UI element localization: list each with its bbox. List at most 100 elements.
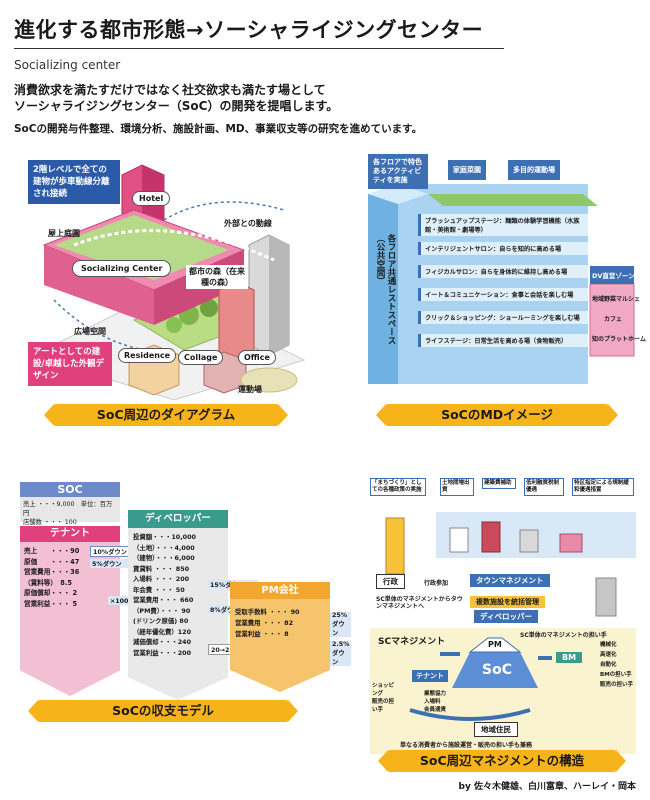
label-sc-role: SC単体のマネジメントの担い手 [520,632,607,639]
developer-row: 賃貸料 ・・・ 850 [133,564,190,573]
developer-row: （土地）・・・4,000 [133,543,195,552]
developer-row: （経年優化費）120 [133,627,192,636]
label-scm-title: SCマネジメント [378,637,446,647]
md-stages: ブラッシュアップステージ：麺類の体験学習機能（水族館・美術館・劇場等） インテリ… [418,214,588,347]
pm-row: 受取手数料 ・・・ 90 [235,608,300,616]
top-box-4: 低利融資税制優遇 [524,478,564,496]
label-hotel: Hotel [132,191,171,206]
soc-line-1: 売上 ・・・9,000 単位：百万円 [23,501,113,517]
top-box-5: 特区指定による規制緩和優遇措置 [572,478,634,496]
tenant-row: 営業利益・・・ 5 [24,599,78,608]
pm-row: 営業利益 ・・・ 8 [235,630,289,638]
label-residence: Residence [118,348,177,363]
callout-walkway: 2階レベルで全ての建物が歩車動線分離され接続 [28,160,120,204]
label-rooftop: 屋上庭園 [48,229,80,238]
label-collage: Collage [178,350,224,365]
top-box-1: 「まちづくり」としての各種政策の実施 [370,478,426,496]
md-top-left: 各フロアで特色あるアクティビティを実施 [368,154,428,189]
md-top-mid: 家庭菜園 [448,160,486,180]
label-tenant: テナント [412,670,448,682]
pm-notes: 25%ダウン 2.5%ダウン [330,612,352,666]
lead-text: 消費欲求を満たすだけではなく社交欲求も満たす場として ソーシャライジングセンター… [14,82,338,114]
page-title: 進化する都市形態→ソーシャライジングセンター [14,18,484,42]
developer-row: 営業利益・・・200 [133,648,192,657]
label-developer: ディベロッパー [474,610,538,623]
label-gov: 行政 [376,574,405,589]
diagram-management-structure: 「まちづくり」としての各種政策の実施 土地間増出資 建築費補助 低利融資税制優遇… [370,478,636,772]
management-inner-label: 入場料 [424,699,441,705]
tenant-row: 営業費用・・・36 [24,568,80,576]
md-side-3: 知のプラットホーム [592,336,646,343]
diagram-revenue-model: SOC 売上 ・・・9,000 単位：百万円 店舗数 ・・・ 100 テナント … [20,482,352,722]
label-center: Socializing Center [72,260,172,277]
management-left-labels: ショッピング販売の担い手 [372,682,396,714]
tenant-row: （賃料等） 8.5 [24,578,72,587]
md-stage-6: ライフステージ：日常生活を高める場（食物販売） [418,334,588,347]
developer-row: （建物）・・・6,000 [133,554,195,562]
lead-line-1: 消費欲求を満たすだけではなく社交欲求も満たす場として [14,83,326,97]
tenant-note-3: ×100店 [108,596,140,605]
md-side-1: 地域野菜マルシェ [592,296,641,303]
tenant-note-2: 5%ダウン [90,559,140,568]
management-inner-label: 会員通貨 [424,707,447,713]
label-field: 運動場 [238,385,262,394]
banner-diagram: SoC周辺のダイアグラム [44,404,288,426]
md-stage-3: フィジカルサロン：自らを身体的に維持し高める場 [418,265,588,278]
diagram-md-image: 各フロアで特色あるアクティビティを実施 家庭菜園 多目的運動場 各フロア共通レス… [368,154,646,432]
label-bottom-note: 単なる消費者から施設運営・販売の担い手も兼務 [400,742,533,749]
tenant-rows: 売上 ・・・90 原価 ・・・47 営業費用・・・36 （賃料等） 8.5 原価償却・・… [20,542,120,613]
md-vertical-label: 各フロア共通レストスペース（公共空間） [375,234,396,345]
tenant-row: 売上 ・・・90 [24,547,80,555]
diagram-soc-surroundings: 2階レベルで全ての建物が歩車動線分離され接続 アートとしての建設/卓越した外観デ… [14,150,314,432]
lead-line-2: ソーシャライジングセンター（SoC）の開発を提唱します。 [14,99,339,113]
md-stage-5: クリック＆ショッピング：ショールーミングを楽しむ場 [418,311,588,324]
developer-row: 営業費用・・・ 660 [133,596,194,604]
developer-row: (ドリンク原価) 80 [133,617,189,625]
label-soc: SoC [482,662,512,678]
title-divider [14,48,504,49]
top-box-2: 土地間増出資 [440,478,474,496]
management-right-label: 機械化 [600,642,617,648]
tenant-block: テナント 売上 ・・・90 原価 ・・・47 営業費用・・・36 （賃料等） 8.5 原… [20,526,120,696]
label-bm: BM [556,652,583,663]
banner-revenue: SoCの収支モデル [28,700,298,722]
management-right-label: 高速化 [600,652,617,658]
banner-md: SoCのMDイメージ [376,404,618,426]
md-dv-zone: DV直営ゾーン [592,272,635,280]
md-stage-4: イート＆コミュニケーション：食事と会話を楽しむ場 [418,288,588,301]
top-boxes: 「まちづくり」としての各種政策の実施 土地間増出資 建築費補助 低利融資税制優遇… [370,478,636,504]
management-inner-label: 業態協力 [424,691,447,697]
management-right-label: BMの担い手 [600,672,632,678]
label-community: 地域住民 [474,722,518,737]
md-side-2: カフェ [604,316,623,323]
label-office: Office [238,350,276,365]
soc-heading: SOC [20,482,120,497]
tenant-row: 原価 ・・・47 [24,557,80,566]
label-external: 外部との動線 [224,219,272,228]
banner-management: SoC周辺マネジメントの構造 [378,750,626,772]
tenant-row: 原価償却・・・ 2 [24,589,78,597]
management-left-label: 販売の担い手 [372,699,395,713]
pm-note-2: 2.5%ダウン [330,641,352,666]
page-subtitle: Socializing center [14,58,121,72]
developer-row: （PM費）・・・ 90 [133,606,191,615]
pm-heading: PM会社 [230,582,330,599]
developer-row: 入場料 ・・・ 200 [133,575,190,583]
label-gov-join: 行政参加 [424,580,449,587]
top-box-3: 建築費補助 [482,478,516,489]
soc-line-2: 店舗数 ・・・ 100 [23,519,77,526]
pm-note-1: 25%ダウン [330,612,352,637]
soc-block: SOC 売上 ・・・9,000 単位：百万円 店舗数 ・・・ 100 [20,482,120,526]
developer-row: 年会費 ・・・ 50 [133,585,185,594]
management-inner-labels: 業態協力入場料会員通貨 [424,690,524,714]
developer-heading: ディベロッパー [128,510,228,528]
callout-design: アートとしての建設/卓越した外観デザイン [28,342,112,386]
tenant-heading: テナント [20,526,120,542]
md-top-right: 多目的運動場 [508,160,560,180]
label-pm: PM [488,640,502,649]
management-right-label: 販売の担い手 [600,682,634,688]
label-sc-to-town: SC単体のマネジメントからタウンマネジメントへ [376,596,463,610]
